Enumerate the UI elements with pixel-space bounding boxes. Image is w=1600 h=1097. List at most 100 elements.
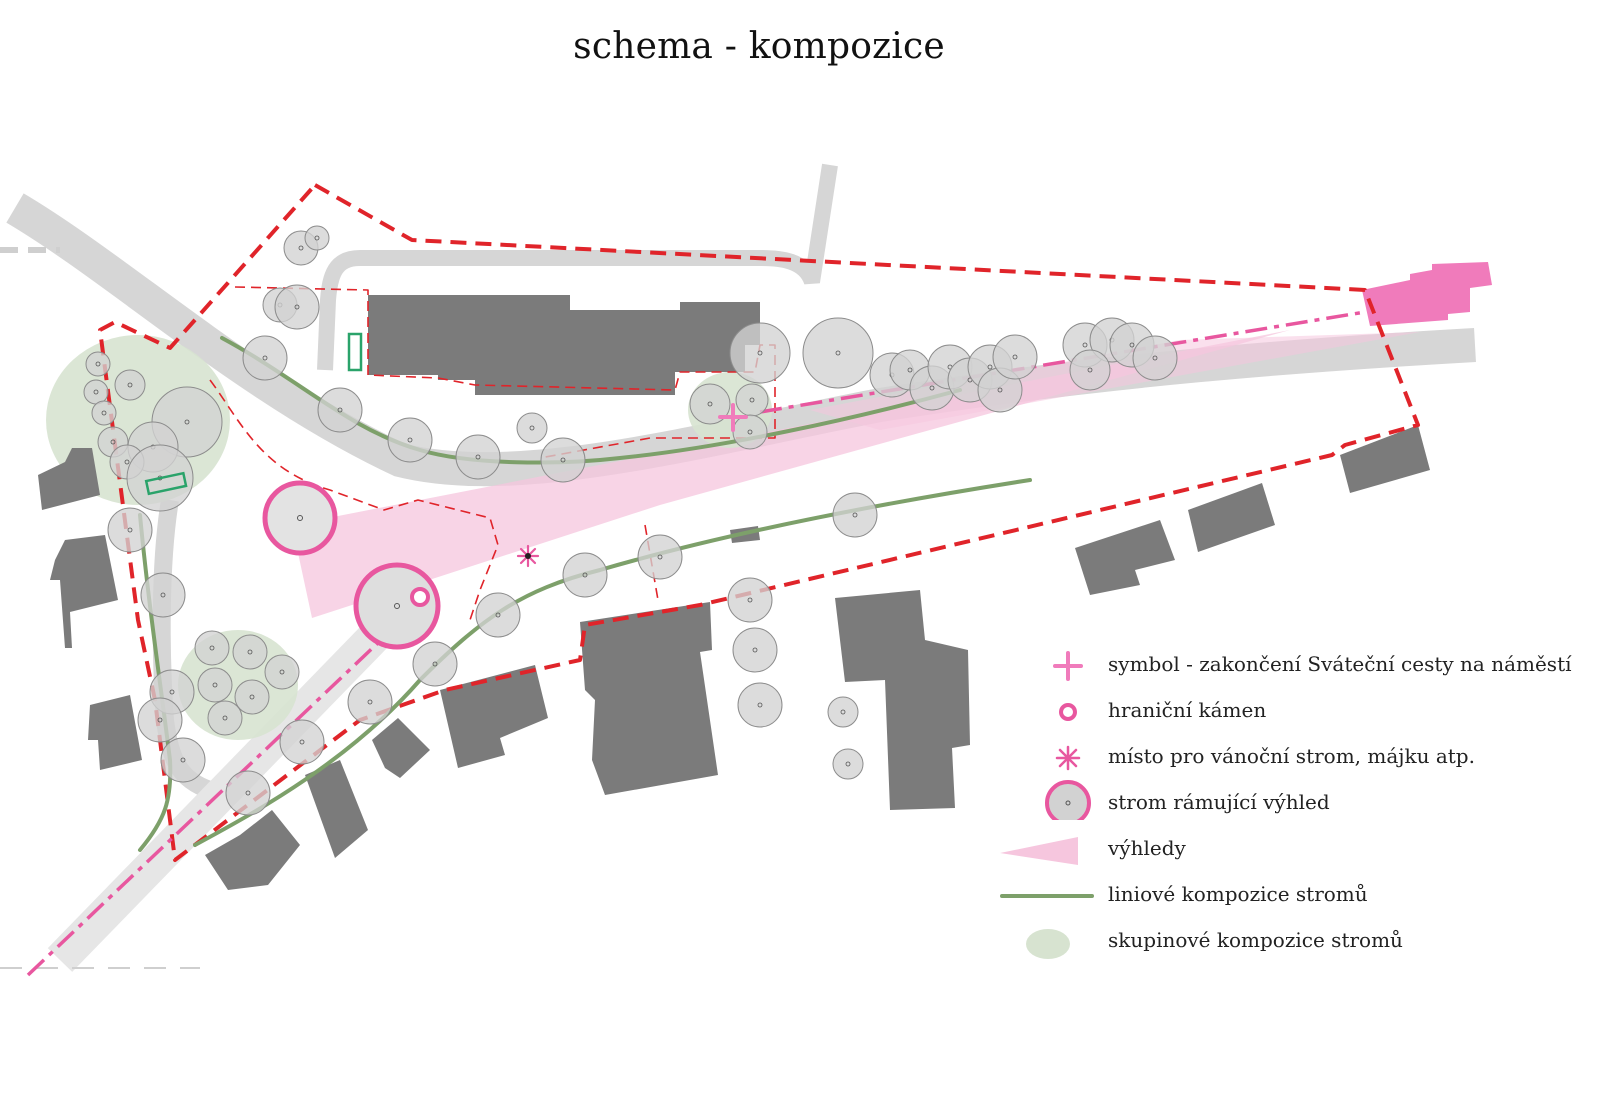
tree-trunk-marker: [432, 661, 438, 667]
tree-canopy: [242, 335, 288, 381]
tree-canopy: [832, 492, 878, 538]
framing-tree-2-center: [394, 603, 400, 609]
landmark-building: [1362, 262, 1492, 326]
building-east-3: [1340, 425, 1430, 493]
building-west-2: [50, 535, 118, 648]
axis-east: [759, 310, 1366, 414]
tree-canopy: [732, 414, 768, 450]
trees: [83, 225, 1178, 816]
legend-label: místo pro vánoční strom, májku atp.: [1108, 744, 1475, 768]
legend-row-asterisk: místo pro vánoční strom, májku atp.: [1000, 737, 1590, 777]
tree-trunk-marker: [95, 361, 101, 367]
tree-trunk-marker: [757, 702, 763, 708]
tree-canopy: [91, 400, 117, 426]
tree-trunk-marker: [160, 592, 166, 598]
tree-trunk-marker: [245, 790, 251, 796]
tree-canopy: [827, 696, 859, 728]
tree-canopy: [540, 437, 586, 483]
axes: [26, 310, 1366, 977]
tree-canopy: [234, 679, 270, 715]
tree-trunk-marker: [314, 235, 320, 241]
tree-canopy: [516, 412, 548, 444]
tree-trunk-marker: [747, 429, 753, 435]
tree-canopy: [304, 225, 330, 251]
tree-canopy: [1132, 335, 1178, 381]
tree-canopy: [264, 654, 300, 690]
tree-canopy: [114, 369, 146, 401]
tree-trunk-marker: [529, 425, 535, 431]
legend-row-green-line: liniové kompozice stromů: [1000, 875, 1590, 915]
tree-trunk-marker: [835, 350, 841, 356]
green-blob-icon: [1026, 929, 1070, 959]
tree-trunk-marker: [209, 645, 215, 651]
tree-canopy: [140, 572, 186, 618]
tree-trunk-marker: [560, 457, 566, 463]
legend-row-green-blob: skupinové kompozice stromů: [1000, 921, 1590, 961]
tree-canopy: [562, 552, 608, 598]
building-sw-1: [205, 810, 300, 890]
tree-trunk-marker: [180, 757, 186, 763]
tree-trunk-marker: [757, 350, 763, 356]
map-symbols: [144, 332, 748, 607]
tree-canopy: [387, 417, 433, 463]
tree-trunk-marker: [749, 397, 755, 403]
tree-trunk-marker: [907, 367, 913, 373]
tree-trunk-marker: [127, 382, 133, 388]
legend-row-framed-tree: strom rámující výhled: [1000, 780, 1590, 823]
framing-tree-1: [262, 480, 338, 556]
tree-trunk-marker: [852, 512, 858, 518]
boundary-stone-green-1: [347, 332, 363, 372]
legend-row-wedge: výhledy: [1000, 829, 1590, 869]
legend-label: symbol - zakončení Sváteční cesty na nám…: [1108, 652, 1572, 676]
tree-canopy: [455, 434, 501, 480]
legend-row-cross: symbol - zakončení Sváteční cesty na nám…: [1000, 645, 1590, 685]
tree-trunk-marker: [1012, 354, 1018, 360]
legend-row-ring: hraniční kámen: [1000, 691, 1590, 731]
tree-trunk-marker: [1152, 355, 1158, 361]
tree-trunk-marker: [169, 689, 175, 695]
inner-boundary-north: [234, 286, 776, 459]
pink-asterisk-icon: [1055, 745, 1081, 771]
tree-trunk-marker: [407, 437, 413, 443]
tree-canopy: [107, 507, 153, 553]
tree-trunk-marker: [987, 364, 993, 370]
tree-trunk-marker: [101, 410, 107, 416]
tree-canopy: [85, 351, 111, 377]
axis-southwest: [26, 601, 422, 977]
tree-trunk-marker: [657, 554, 663, 560]
tree-trunk-marker: [110, 439, 116, 445]
tree-trunk-marker: [367, 699, 373, 705]
tree-canopy: [737, 682, 783, 728]
tree-trunk-marker: [495, 612, 501, 618]
building-east-2: [1188, 483, 1275, 552]
tree-canopy: [992, 334, 1038, 380]
building-south-2: [580, 602, 718, 795]
tree-trunk-marker: [294, 304, 300, 310]
building-sw-2: [305, 760, 368, 858]
tree-trunk-marker: [840, 709, 846, 715]
tree-trunk-marker: [1082, 342, 1088, 348]
page-title: schema - kompozice: [573, 26, 945, 67]
building-south-1: [440, 665, 548, 768]
pink-ring-icon: [1059, 703, 1077, 721]
tree-trunk-marker: [262, 355, 268, 361]
boundary-stone-ring: [410, 587, 430, 607]
pink-wedge-icon: [1000, 837, 1078, 865]
tree-trunk-marker: [707, 401, 713, 407]
pink-cross-icon: [1053, 651, 1083, 681]
tree-trunk-marker: [247, 649, 253, 655]
tree-trunk-marker: [157, 717, 163, 723]
festive-path-end-cross: [718, 403, 748, 432]
tree-canopy: [347, 679, 393, 725]
building-sw-3: [372, 718, 430, 778]
tree-trunk-marker: [929, 385, 935, 391]
framing-trees: [262, 480, 441, 650]
christmas-tree-spot-asterisk: [516, 544, 540, 568]
tree-canopy: [637, 534, 683, 580]
tree-trunk-marker: [747, 597, 753, 603]
tree-canopy: [802, 317, 874, 389]
tree-trunk-marker: [997, 387, 1003, 393]
legend-label: výhledy: [1108, 836, 1186, 860]
tree-canopy: [225, 770, 271, 816]
